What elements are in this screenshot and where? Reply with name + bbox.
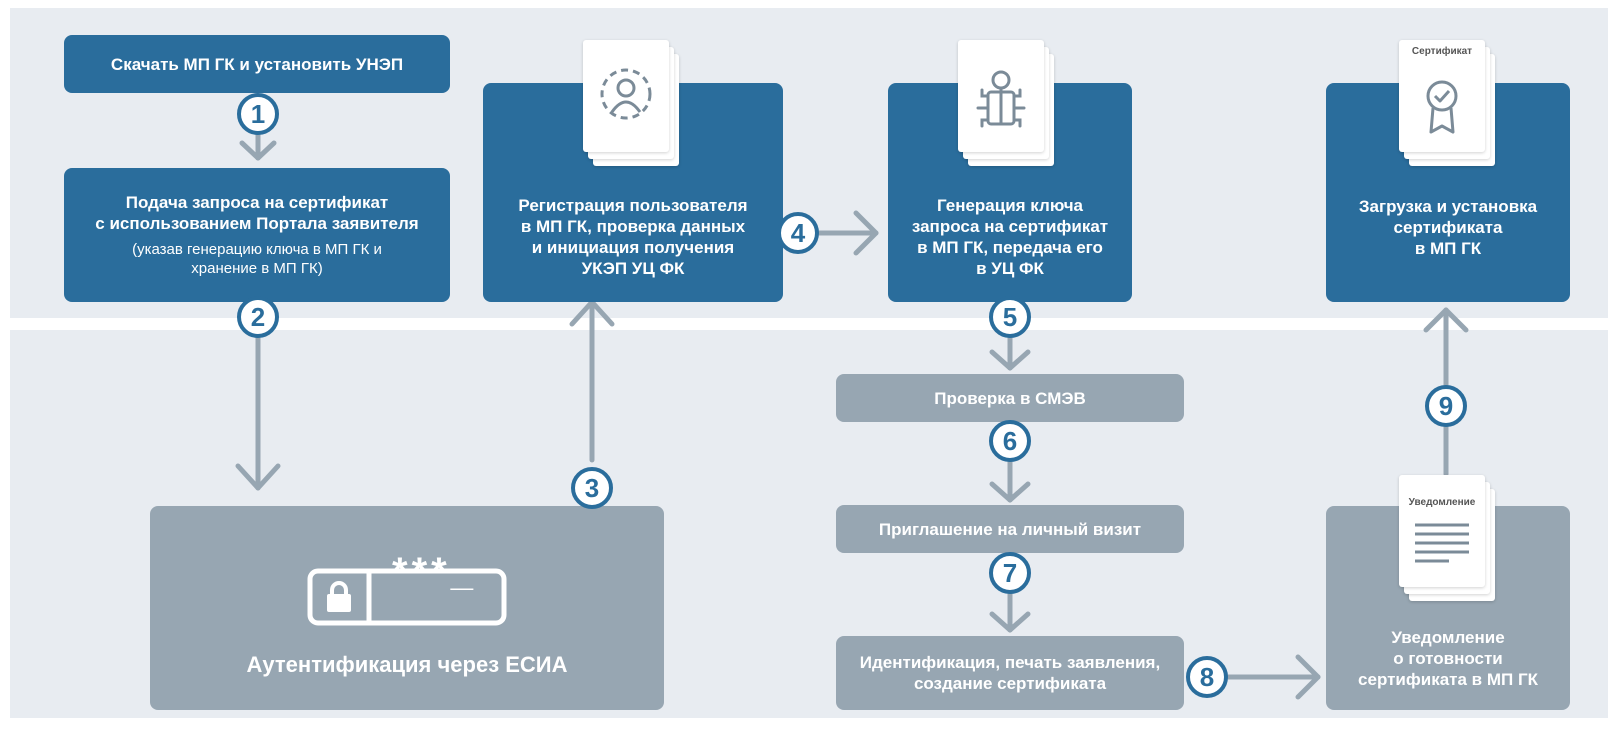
- step-personal-visit: Приглашение на личный визит: [836, 505, 1184, 553]
- badge-step-5: 5: [989, 296, 1031, 338]
- user-document: [583, 40, 683, 170]
- document-lines-icon: [1415, 523, 1469, 563]
- step-submit-request-note: (указав генерацию ключа в МП ГК и хранен…: [132, 241, 382, 277]
- badge-step-8: 8: [1186, 656, 1228, 698]
- badge-step-4: 4: [777, 212, 819, 254]
- badge-step-1: 1: [237, 93, 279, 135]
- step-submit-request-title: Подача запроса на сертификат с использов…: [95, 193, 419, 233]
- badge-step-3: 3: [571, 467, 613, 509]
- certificate-badge-icon: [1426, 80, 1458, 134]
- step-install-certificate-text: Загрузка и установка сертификата в МП ГК: [1358, 197, 1538, 258]
- password-mask: ***_: [392, 550, 477, 594]
- badge-step-9: 9: [1425, 385, 1467, 427]
- step-key-generation-text: Генерация ключа запроса на сертификат в …: [911, 195, 1109, 278]
- step-identification-text: Идентификация, печать заявления, создани…: [859, 653, 1161, 693]
- certificate-doc-label: Сертификат: [1411, 46, 1473, 57]
- step-download-app-text: Скачать МП ГК и установить УНЭП: [110, 54, 404, 74]
- step-esia-auth: ***_ Аутентификация через ЕСИА: [150, 506, 664, 710]
- user-icon: [600, 68, 652, 120]
- step-personal-visit-text: Приглашение на личный визит: [878, 519, 1142, 539]
- badge-step-2: 2: [237, 296, 279, 338]
- step-user-registration-text: Регистрация пользователя в МП ГК, провер…: [518, 195, 748, 278]
- certificate-document: Сертификат: [1399, 40, 1499, 170]
- badge-step-7: 7: [989, 552, 1031, 594]
- chip-document: [958, 40, 1058, 170]
- step-smev-check-text: Проверка в СМЭВ: [934, 388, 1086, 408]
- notification-document: Уведомление: [1399, 475, 1499, 605]
- step-smev-check: Проверка в СМЭВ: [836, 374, 1184, 422]
- step-download-app: Скачать МП ГК и установить УНЭП: [64, 35, 450, 93]
- step-submit-request: Подача запроса на сертификат с использов…: [64, 168, 450, 302]
- step-esia-auth-text: Аутентификация через ЕСИА: [246, 652, 568, 677]
- step-identification: Идентификация, печать заявления, создани…: [836, 636, 1184, 710]
- notification-doc-label: Уведомление: [1408, 497, 1476, 508]
- step-notification-text: Уведомление о готовности сертификата в М…: [1358, 627, 1538, 689]
- lock-icon: [307, 568, 507, 626]
- chip-icon: [976, 70, 1026, 128]
- badge-step-6: 6: [989, 420, 1031, 462]
